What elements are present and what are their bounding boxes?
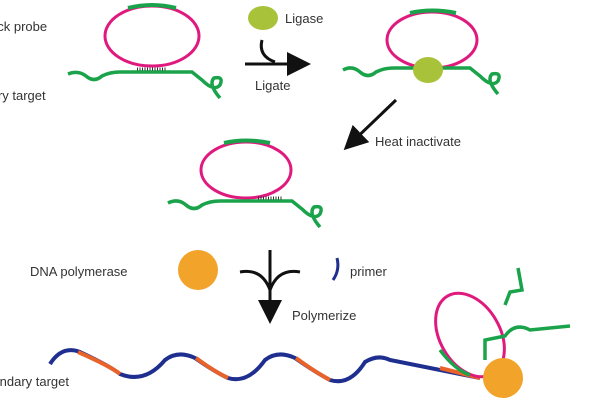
heat-inactivate-arrow bbox=[343, 98, 398, 151]
label-dna-polymerase: DNA polymerase bbox=[30, 264, 128, 279]
label-secondary-target: Secondary target bbox=[0, 374, 69, 389]
polymerize-arrow bbox=[239, 250, 301, 318]
ligase-icon bbox=[248, 6, 278, 30]
label-ligate: Ligate bbox=[255, 78, 290, 93]
primary-target-strand bbox=[67, 70, 223, 100]
label-primer: primer bbox=[350, 264, 388, 279]
padlock-probe bbox=[103, 3, 201, 68]
label-heat-inactivate: Heat inactivate bbox=[375, 134, 461, 149]
label-polymerize: Polymerize bbox=[292, 308, 356, 323]
circular-probe bbox=[199, 138, 293, 200]
secondary-target-strand bbox=[48, 348, 481, 384]
dna-polymerase-icon bbox=[178, 250, 218, 290]
polymerase-bound-icon bbox=[483, 358, 523, 398]
target-strand-3 bbox=[167, 199, 323, 229]
target-strand-2 bbox=[342, 66, 501, 96]
rolling-circle-probe bbox=[434, 267, 571, 379]
ligase-bound-icon bbox=[413, 57, 443, 83]
label-padlock-probe: Padlock probe bbox=[0, 19, 47, 34]
label-ligase: Ligase bbox=[285, 11, 323, 26]
label-primary-target: Primary target bbox=[0, 88, 46, 103]
